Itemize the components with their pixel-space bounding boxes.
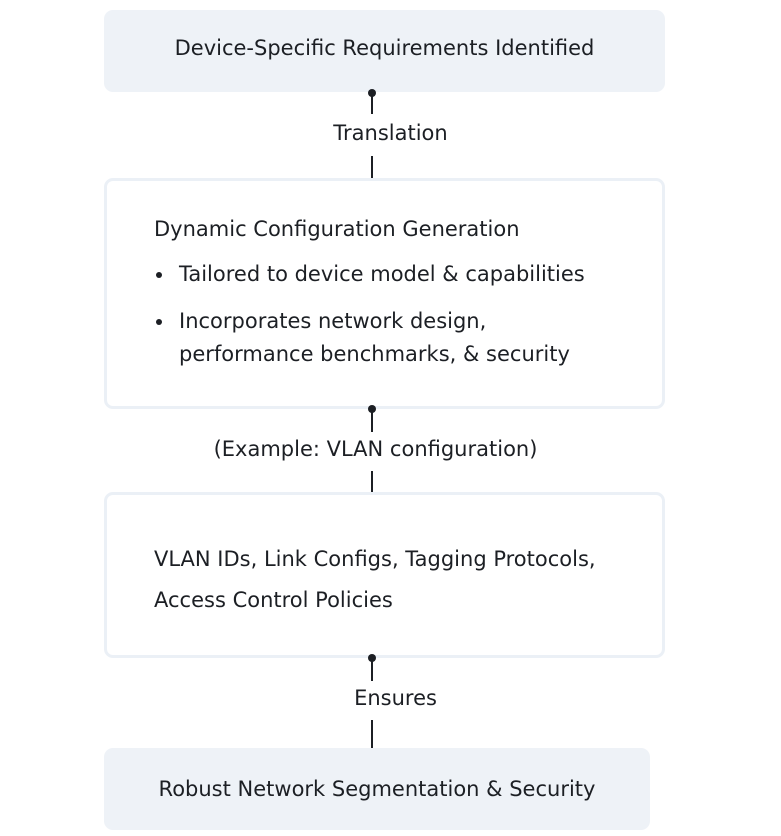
connector-line-upper <box>371 92 373 114</box>
node-outcome: Robust Network Segmentation & Security <box>104 748 650 830</box>
node-generation: Dynamic Configuration Generation Tailore… <box>104 178 665 409</box>
node-generation-bullets: Tailored to device model & capabilities … <box>154 258 624 385</box>
node-outcome-title: Robust Network Segmentation & Security <box>158 777 596 801</box>
edge-label-example: (Example: VLAN configuration) <box>213 437 538 461</box>
edge-label-ensures: Ensures <box>354 686 437 710</box>
node-vlan: VLAN IDs, Link Configs, Tagging Protocol… <box>104 492 665 658</box>
node-requirements: Device-Specific Requirements Identified <box>104 10 665 92</box>
node-vlan-text: VLAN IDs, Link Configs, Tagging Protocol… <box>154 547 596 612</box>
connector-line-lower <box>371 720 373 762</box>
edge-label-translation: Translation <box>333 121 448 145</box>
node-requirements-title: Device-Specific Requirements Identified <box>174 36 595 60</box>
bullet-item: Incorporates network design, performance… <box>154 305 624 371</box>
node-generation-title: Dynamic Configuration Generation <box>154 217 520 241</box>
bullet-item: Tailored to device model & capabilities <box>154 258 624 291</box>
connector-line-upper <box>371 657 373 681</box>
connector-line-upper <box>371 408 373 432</box>
connector-line-lower <box>371 156 373 191</box>
